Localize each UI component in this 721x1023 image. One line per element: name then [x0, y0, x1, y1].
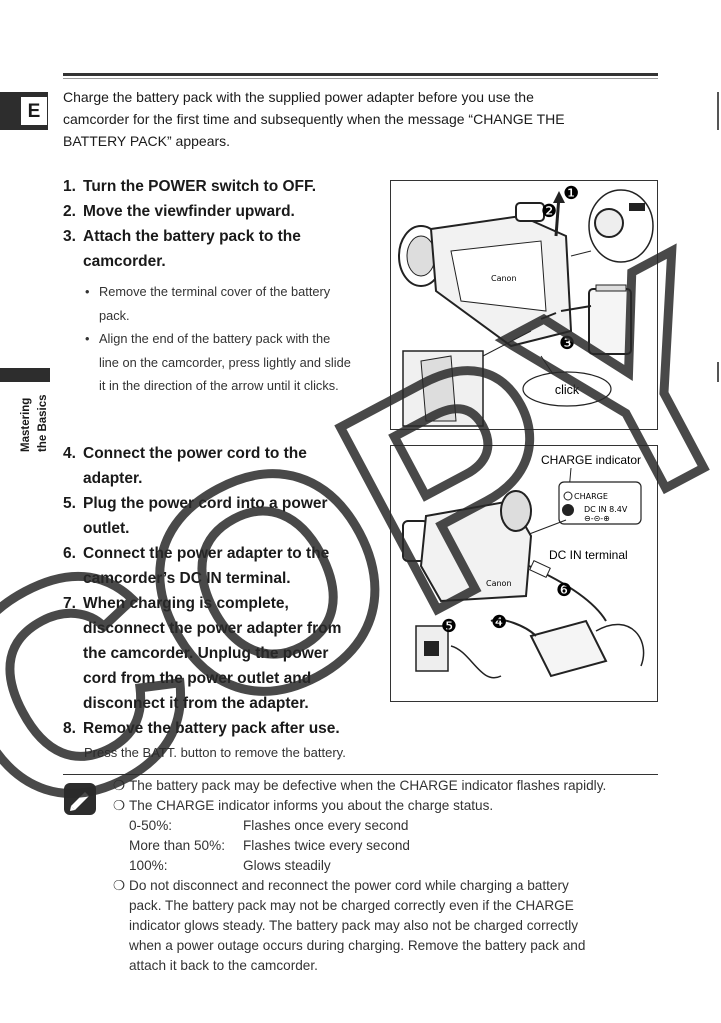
margin-mark	[717, 92, 719, 130]
note-item: ❍ The CHARGE indicator informs you about…	[113, 798, 494, 813]
panel-charge-label: CHARGE	[574, 492, 608, 501]
power-adapter-illustration: CHARGE indicator CHARGE DC IN 8.4V ⊖-⊝-⊕…	[390, 445, 658, 702]
notes-rule	[63, 774, 658, 775]
language-letter: E	[20, 96, 48, 126]
marker-4: ❹	[491, 612, 507, 633]
step-2: 2. Move the viewfinder upward.	[63, 203, 295, 220]
charge-indicator-label: CHARGE indicator	[541, 453, 641, 467]
section-bar	[0, 368, 50, 382]
intro-paragraph: Charge the battery pack with the supplie…	[63, 89, 565, 149]
steps-list-2: 4. Connect the power cord to the adapter…	[63, 441, 341, 741]
bullet-item: Remove the terminal cover of the battery…	[85, 280, 351, 327]
note-item: ❍ The battery pack may be defective when…	[113, 778, 607, 793]
svg-text:Canon: Canon	[486, 579, 512, 588]
step-7: 7. When charging is complete, disconnect…	[63, 595, 342, 712]
header-rule-thin	[63, 78, 658, 79]
status-row: More than 50%: Flashes twice every secon…	[129, 838, 410, 853]
battery-attach-illustration: Canon click ❶ ❷ ❸	[390, 180, 658, 430]
marker-6: ❻	[556, 580, 572, 601]
dc-in-terminal-label: DC IN terminal	[549, 548, 628, 562]
note-item: ❍ Do not disconnect and reconnect the po…	[113, 878, 586, 973]
marker-3: ❸	[559, 333, 575, 354]
margin-mark	[717, 362, 719, 382]
steps-list-1: 1. Turn the POWER switch to OFF. 2. Move…	[63, 174, 351, 398]
step-3-bullets: Remove the terminal cover of the battery…	[85, 280, 351, 398]
click-callout: click	[555, 383, 580, 397]
status-row: 100%: Glows steadily	[129, 858, 331, 873]
step-8: 8. Remove the battery pack after use.	[63, 720, 340, 737]
marker-5: ❺	[441, 616, 457, 637]
step-8-note: Press the BATT. button to remove the bat…	[84, 745, 346, 760]
step-5: 5. Plug the power cord into a power outl…	[63, 495, 328, 537]
panel-dcin-label: DC IN 8.4V	[584, 505, 628, 514]
status-row: 0-50%: Flashes once every second	[129, 818, 409, 833]
marker-1: ❶	[563, 183, 579, 204]
marker-2: ❷	[541, 201, 557, 222]
step-4: 4. Connect the power cord to the adapter…	[63, 445, 307, 487]
panel-polarity: ⊖-⊝-⊕	[584, 514, 610, 523]
section-label: Mastering the Basics	[20, 394, 49, 452]
header-rule	[63, 73, 658, 76]
bullet-item: Align the end of the battery pack with t…	[85, 327, 351, 398]
memo-icon	[64, 783, 96, 815]
camcorder-battery-drawing: Canon click ❶ ❷ ❸	[398, 183, 654, 427]
step-3: 3. Attach the battery pack to the camcor…	[63, 228, 301, 270]
step-1: 1. Turn the POWER switch to OFF.	[63, 178, 317, 195]
power-adapter-drawing: CHARGE indicator CHARGE DC IN 8.4V ⊖-⊝-⊕…	[402, 453, 645, 679]
svg-text:Canon: Canon	[491, 274, 517, 283]
step-6: 6. Connect the power adapter to the camc…	[63, 545, 330, 587]
notes-section: ❍ The battery pack may be defective when…	[107, 776, 667, 976]
charge-status-table: 0-50%: Flashes once every second More th…	[129, 816, 667, 876]
